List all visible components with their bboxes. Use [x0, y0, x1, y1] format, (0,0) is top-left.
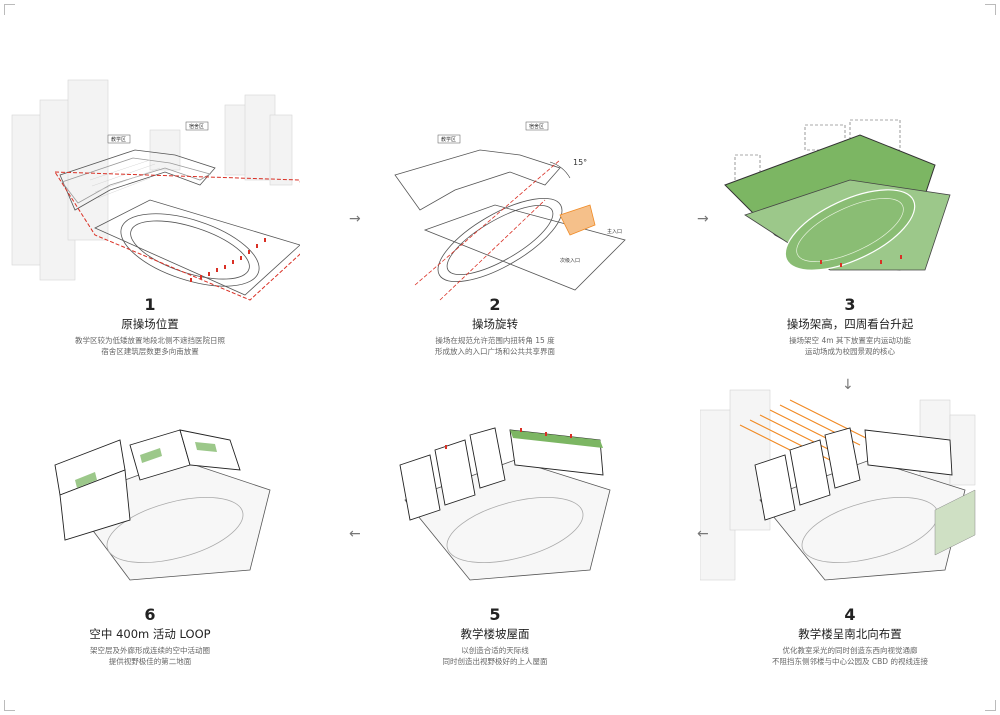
step-caption: 3 操场架高，四周看台升起 操场架空 4m 其下放置室内运动功能 运动场成为校园…: [700, 296, 1000, 357]
step-panel-3: 3 操场架高，四周看台升起 操场架空 4m 其下放置室内运动功能 运动场成为校园…: [700, 60, 1000, 405]
step-title: 教学楼呈南北向布置: [700, 626, 1000, 642]
arrow-3-to-4: ↓: [842, 378, 854, 392]
step-desc-line: 架空层及外廊形成连续的空中活动圈: [0, 645, 300, 656]
step-desc-line: 运动场成为校园景观的核心: [700, 346, 1000, 357]
teaching-zone-label: 教学区: [111, 136, 126, 143]
step-desc-line: 提供视野极佳的第二地面: [0, 656, 300, 667]
arrow-4-to-5: ←: [697, 527, 709, 541]
step-caption: 5 教学楼坡屋面 以创造合适的天际线 同时创造出视野极好的上人屋面: [345, 606, 645, 667]
step-caption: 6 空中 400m 活动 LOOP 架空层及外廊形成连续的空中活动圈 提供视野极…: [0, 606, 300, 667]
teaching-zone-label: 教学区: [441, 136, 456, 143]
step-desc-line: 形成放入的入口广场和公共共享界面: [345, 346, 645, 357]
corner-mark: [985, 4, 996, 15]
rotation-axes: [415, 160, 560, 300]
step-panel-6: 6 空中 400m 活动 LOOP 架空层及外廊形成连续的空中活动圈 提供视野极…: [0, 370, 300, 715]
step-caption: 4 教学楼呈南北向布置 优化教室采光的同时创造东西向视觉通廊 不阻挡东侧邻楼与中…: [700, 606, 1000, 667]
step-panel-5: 5 教学楼坡屋面 以创造合适的天际线 同时创造出视野极好的上人屋面: [345, 370, 645, 715]
arrow-2-to-3: →: [697, 212, 709, 226]
step-caption: 2 操场旋转 操场在规范允许范围内扭转角 15 度 形成放入的入口广场和公共共享…: [345, 296, 645, 357]
step-desc-line: 操场在规范允许范围内扭转角 15 度: [345, 335, 645, 346]
dorm-zone-label: 宿舍区: [529, 123, 544, 130]
step-desc-line: 宿舍区建筑层数更多向南放置: [0, 346, 300, 357]
step-title: 操场旋转: [345, 316, 645, 332]
step-number: 5: [345, 606, 645, 624]
step-number: 6: [0, 606, 300, 624]
step-title: 教学楼坡屋面: [345, 626, 645, 642]
step-number: 3: [700, 296, 1000, 314]
step-panel-4: 4 教学楼呈南北向布置 优化教室采光的同时创造东西向视觉通廊 不阻挡东侧邻楼与中…: [700, 370, 1000, 715]
step-title: 操场架高，四周看台升起: [700, 316, 1000, 332]
step-number: 4: [700, 606, 1000, 624]
step-panel-1: 教学区 宿舍区 1 原操场位置 教学区较为低矮放置地段北侧不遮挡医院日照 宿舍区…: [0, 60, 300, 405]
step-panel-2: 15° 教学区 宿舍区 主入口 次级入口 2 操场旋转 操场在规范允许范围内扭转…: [345, 60, 645, 405]
step-title: 空中 400m 活动 LOOP: [0, 626, 300, 642]
step-desc-line: 不阻挡东侧邻楼与中心公园及 CBD 的视线连接: [700, 656, 1000, 667]
angle-label: 15°: [573, 158, 587, 167]
step-desc-line: 操场架空 4m 其下放置室内运动功能: [700, 335, 1000, 346]
corner-mark: [4, 4, 15, 15]
step-desc-line: 同时创造出视野极好的上人屋面: [345, 656, 645, 667]
red-figures: [190, 238, 266, 282]
main-entrance-label: 主入口: [607, 228, 622, 235]
secondary-entrance-label: 次级入口: [560, 257, 580, 264]
step-desc-line: 优化教室采光的同时创造东西向视觉通廊: [700, 645, 1000, 656]
step-desc-line: 教学区较为低矮放置地段北侧不遮挡医院日照: [0, 335, 300, 346]
step-caption: 1 原操场位置 教学区较为低矮放置地段北侧不遮挡医院日照 宿舍区建筑层数更多向南…: [0, 296, 300, 357]
arrow-1-to-2: →: [349, 212, 361, 226]
step-number: 2: [345, 296, 645, 314]
arrow-5-to-6: ←: [349, 527, 361, 541]
step-desc-line: 以创造合适的天际线: [345, 645, 645, 656]
step-title: 原操场位置: [0, 316, 300, 332]
step-number: 1: [0, 296, 300, 314]
field-deck: [405, 460, 610, 580]
dorm-zone-label: 宿舍区: [189, 123, 204, 130]
